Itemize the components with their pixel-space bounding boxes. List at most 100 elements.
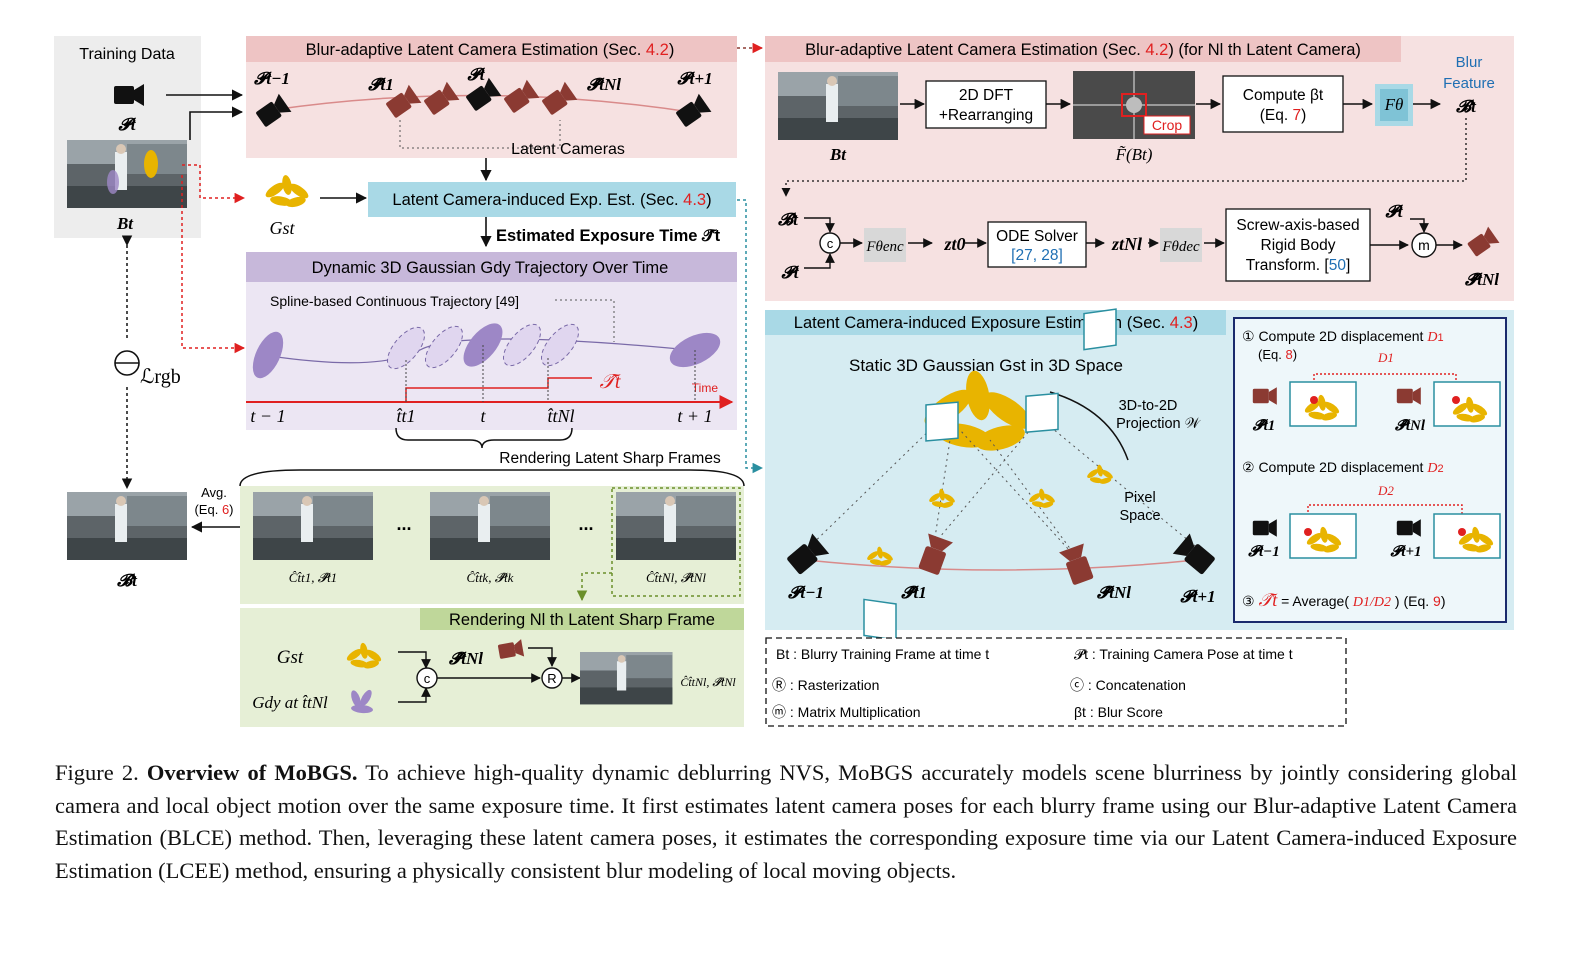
latent-frame-label: Ĉt̂t1, 𝓟̂t1	[289, 570, 337, 585]
legend-item: βt : Blur Score	[1074, 704, 1163, 720]
camera-label: 𝓟t+1	[1180, 587, 1215, 606]
ode-label: ODE Solver	[996, 228, 1078, 245]
image-plane	[925, 401, 959, 442]
f-theta-label: Fθ	[1384, 95, 1404, 114]
static-gaussian-title: Static 3D Gaussian Gst in 3D Space	[849, 356, 1123, 375]
rendered-blur-image	[67, 492, 187, 560]
pose-input: 𝓟t	[782, 263, 800, 282]
pose-hatN-label: 𝓟̂tNl	[587, 75, 621, 94]
dft-label: +Rearranging	[939, 107, 1033, 124]
legend-item: 𝓟t : Training Camera Pose at time t	[1074, 646, 1293, 662]
overview-figure: Training Data 𝓟t Bt Blur-adaptive Latent…	[54, 36, 1514, 727]
figure-caption: Figure 2. Overview of MoBGS. To achieve …	[55, 757, 1517, 887]
fft-spectrum-image: Crop	[1073, 71, 1195, 139]
gaussian-ellipse	[252, 331, 284, 379]
blur-frame-label: Bt	[829, 145, 847, 164]
rendered-blur-label: 𝓑̂t	[116, 571, 138, 590]
svg-text:c: c	[424, 671, 431, 686]
ode-ref-label: [27, 28]	[1011, 247, 1063, 264]
step2-label: ② Compute 2D displacement D2	[1242, 459, 1444, 476]
dynamic-trajectory-panel: Dynamic 3D Gaussian Gdy Trajectory Over …	[246, 252, 737, 430]
output-pose-label: 𝓟̂tNl	[1465, 270, 1499, 289]
blur-feature-symbol: 𝓑̂t	[1455, 97, 1477, 116]
step-camera-label: 𝓟t+1	[1389, 544, 1421, 560]
legend-item: Bt : Blurry Training Frame at time t	[776, 646, 989, 662]
z0-label: zt0	[943, 234, 965, 254]
loss-label: ℒrgb	[140, 366, 181, 388]
lcee-box: Latent Camera-induced Exp. Est. (Sec. 4.…	[368, 182, 736, 217]
compute-eq-label: (Eq. 7)	[1260, 107, 1307, 124]
svg-text:c: c	[827, 236, 834, 251]
training-camera-icon	[114, 84, 144, 106]
encoder-label: Fθenc	[865, 239, 904, 255]
blur-feature-label: Feature	[1443, 75, 1495, 92]
latent-frame-image	[430, 492, 550, 560]
render-pose-label: 𝓟̂tNl	[449, 649, 483, 668]
nth-output-label: Ĉt̂tNl, 𝓟̂tNl	[680, 675, 736, 689]
tick-label: t	[480, 406, 486, 426]
gst-render-label: Gst	[277, 647, 304, 668]
screw-label: Screw-axis-based	[1236, 217, 1359, 234]
camera-label: 𝓟t−1	[788, 583, 824, 602]
step-camera-label: 𝓟t−1	[1247, 544, 1280, 560]
crop-label: Crop	[1152, 117, 1183, 133]
step1-eq-label: (Eq. 8)	[1258, 347, 1297, 362]
latent-frames-panel: ... ... Ĉt̂t1, 𝓟̂t1 Ĉt̂tk, 𝓟̂tk Ĉt̂tNl, …	[240, 486, 744, 604]
image-plane	[863, 598, 897, 641]
pose-top-label: 𝓟t	[1386, 202, 1404, 221]
step1-label: ① Compute 2D displacement D1	[1242, 328, 1444, 345]
avg-eq-label: (Eq. 6)	[194, 502, 233, 517]
camera-label: 𝓟̂tNl	[1097, 583, 1131, 602]
screw-ref-label: Transform. [50]	[1246, 257, 1351, 274]
dft-label: 2D DFT	[959, 87, 1014, 104]
latent-cameras-label: Latent Cameras	[511, 141, 625, 158]
projection-label: Projection 𝒲	[1116, 416, 1202, 432]
training-frame-image	[67, 140, 187, 208]
static-gaussian-icon	[263, 174, 311, 209]
decoder-label: Fθdec	[1161, 239, 1200, 255]
tick-label: t̂tNl	[547, 406, 574, 426]
projection-label: 3D-to-2D	[1119, 398, 1178, 414]
svg-text:m: m	[1418, 237, 1430, 253]
rendering-label: Rendering Latent Sharp Frames	[499, 450, 721, 467]
step-camera-icon	[1396, 387, 1421, 405]
gst-label: Gst	[269, 218, 295, 238]
caption-text: To achieve high-quality dynamic deblurri…	[55, 760, 1517, 883]
compute-label: Compute βt	[1243, 87, 1324, 104]
screw-label: Rigid Body	[1261, 237, 1336, 254]
legend-item: Ⓡ : Rasterization	[772, 677, 879, 693]
latent-frame-image	[253, 492, 373, 560]
tick-label: t − 1	[250, 406, 285, 426]
legend-box: Bt : Blurry Training Frame at time t 𝓟t …	[765, 637, 1347, 727]
fft-label: F̃(Bt)	[1115, 145, 1153, 164]
pixel-space-label: Space	[1119, 508, 1160, 524]
pose-t-label: 𝓟t	[468, 65, 486, 84]
avg-label: Avg.	[201, 485, 227, 500]
pixel-space-label: Pixel	[1124, 490, 1155, 506]
blce-panel: Blur-adaptive Latent Camera Estimation (…	[246, 36, 737, 158]
tick-label: t̂t1	[396, 406, 415, 426]
step-camera-label: 𝓟̂t1	[1252, 418, 1275, 434]
svg-text:R: R	[547, 671, 556, 686]
caption-lead: Figure 2.	[55, 760, 147, 785]
lcee-detail-title: Latent Camera-induced Exposure Estimatio…	[794, 314, 1198, 332]
step3-label: ③ 𝒯̂t = Average( D1/D2 ) (Eq. 9)	[1242, 590, 1446, 610]
ellipsis-label: ...	[396, 514, 411, 534]
training-data-panel: Training Data 𝓟t Bt	[54, 36, 201, 238]
caption-bold: Overview of MoBGS.	[146, 760, 358, 785]
d1-label: D1	[1377, 350, 1394, 365]
camera-label: 𝓟̂t1	[901, 583, 926, 602]
time-label: Time	[692, 381, 719, 395]
latent-frame-label: Ĉt̂tNl, 𝓟̂tNl	[646, 570, 706, 585]
zN-label: ztNl	[1111, 234, 1142, 254]
blce-detail-title: Blur-adaptive Latent Camera Estimation (…	[805, 41, 1361, 59]
pose-next-label: 𝓟t+1	[677, 69, 712, 88]
dynamic-title: Dynamic 3D Gaussian Gdy Trajectory Over …	[312, 259, 669, 277]
legend-item: ⓜ : Matrix Multiplication	[772, 704, 921, 720]
lcee-detail-panel: Latent Camera-induced Exposure Estimatio…	[765, 308, 1514, 641]
latent-frame-label: Ĉt̂tk, 𝓟̂tk	[467, 570, 514, 585]
tick-label: t + 1	[677, 406, 712, 426]
spline-label: Spline-based Continuous Trajectory [49]	[270, 293, 519, 309]
gdy-render-label: Gdy at t̂tNl	[252, 693, 328, 712]
legend-item: ⓒ : Concatenation	[1070, 677, 1186, 693]
